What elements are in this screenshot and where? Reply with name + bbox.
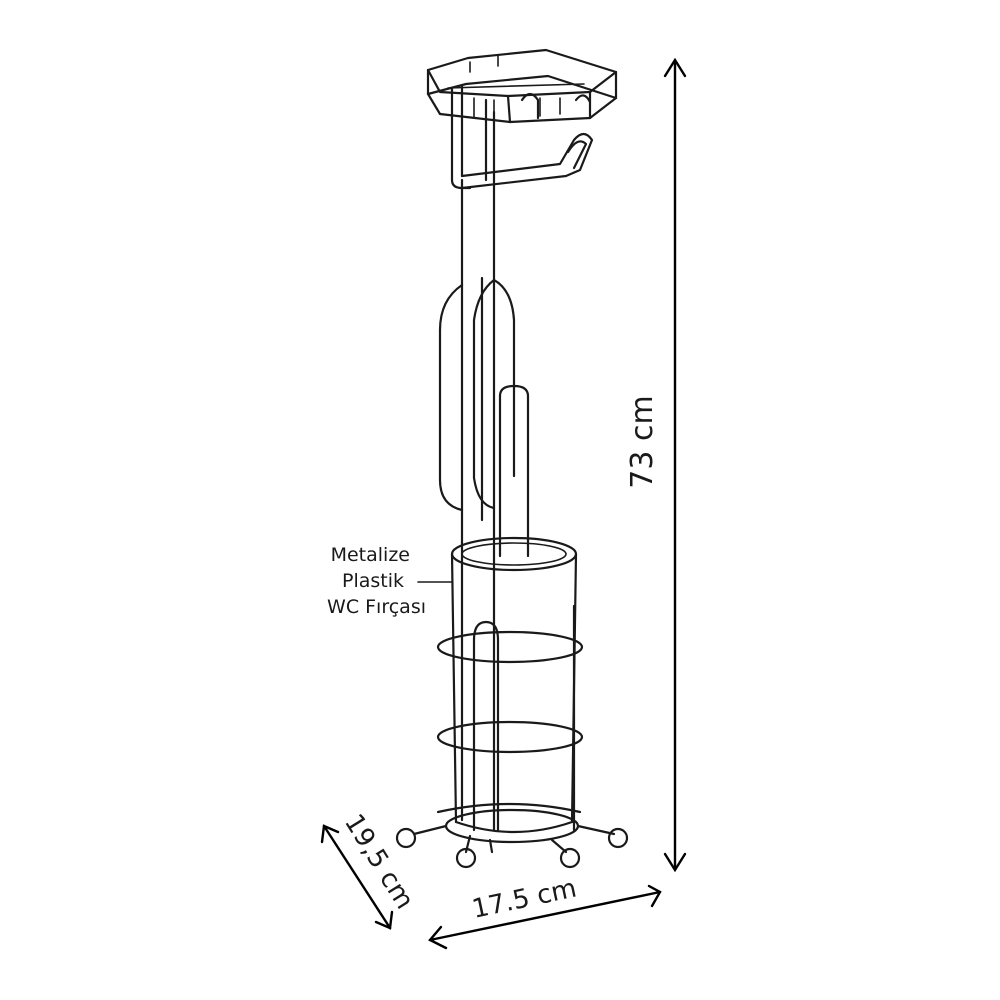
ball-foot [607, 827, 629, 849]
ball-foot [455, 847, 477, 869]
ball-foot [395, 827, 417, 849]
base-feet [395, 808, 629, 869]
depth-label: 19,5 cm [338, 809, 419, 915]
width-label: 17.5 cm [469, 874, 579, 925]
width-arrow [428, 884, 662, 950]
callout-line-2: Plastik [342, 570, 404, 592]
depth-arrow [320, 824, 394, 930]
ball-foot [559, 847, 581, 869]
paper-holder-arm [460, 132, 594, 190]
top-shelf [426, 48, 618, 124]
brush-canister [450, 536, 578, 834]
brush-handle [498, 384, 530, 558]
canister-cage [436, 604, 584, 832]
callout-line-1: Metalize [331, 544, 410, 566]
height-label: 73 cm [625, 395, 660, 488]
callout-line-3: WC Fırçası [327, 596, 426, 618]
height-arrow [663, 57, 687, 873]
spare-roll-loop [438, 276, 516, 522]
